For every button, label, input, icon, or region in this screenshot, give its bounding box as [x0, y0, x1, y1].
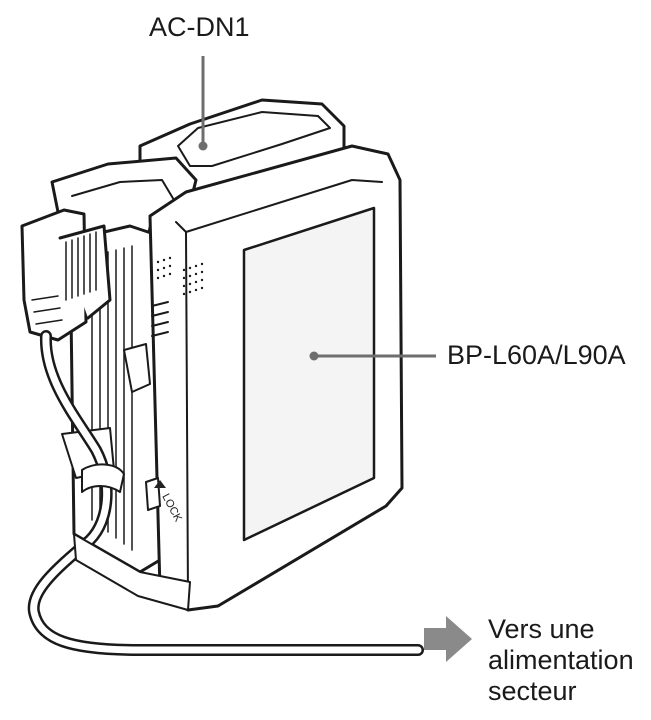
leader-battery-dot — [310, 352, 319, 361]
leader-adapter-dot — [199, 142, 208, 151]
power-source-label: Vers une alimentation secteur — [488, 614, 634, 707]
lock-hook — [146, 478, 160, 510]
power-source-line-2: alimentation — [488, 645, 634, 676]
battery-label: BP-L60A/L90A — [447, 340, 626, 371]
power-source-line-3: secteur — [488, 676, 634, 707]
adapter-label: AC-DN1 — [149, 12, 250, 43]
power-arrow-icon — [424, 616, 472, 662]
power-source-line-1: Vers une — [488, 614, 634, 645]
